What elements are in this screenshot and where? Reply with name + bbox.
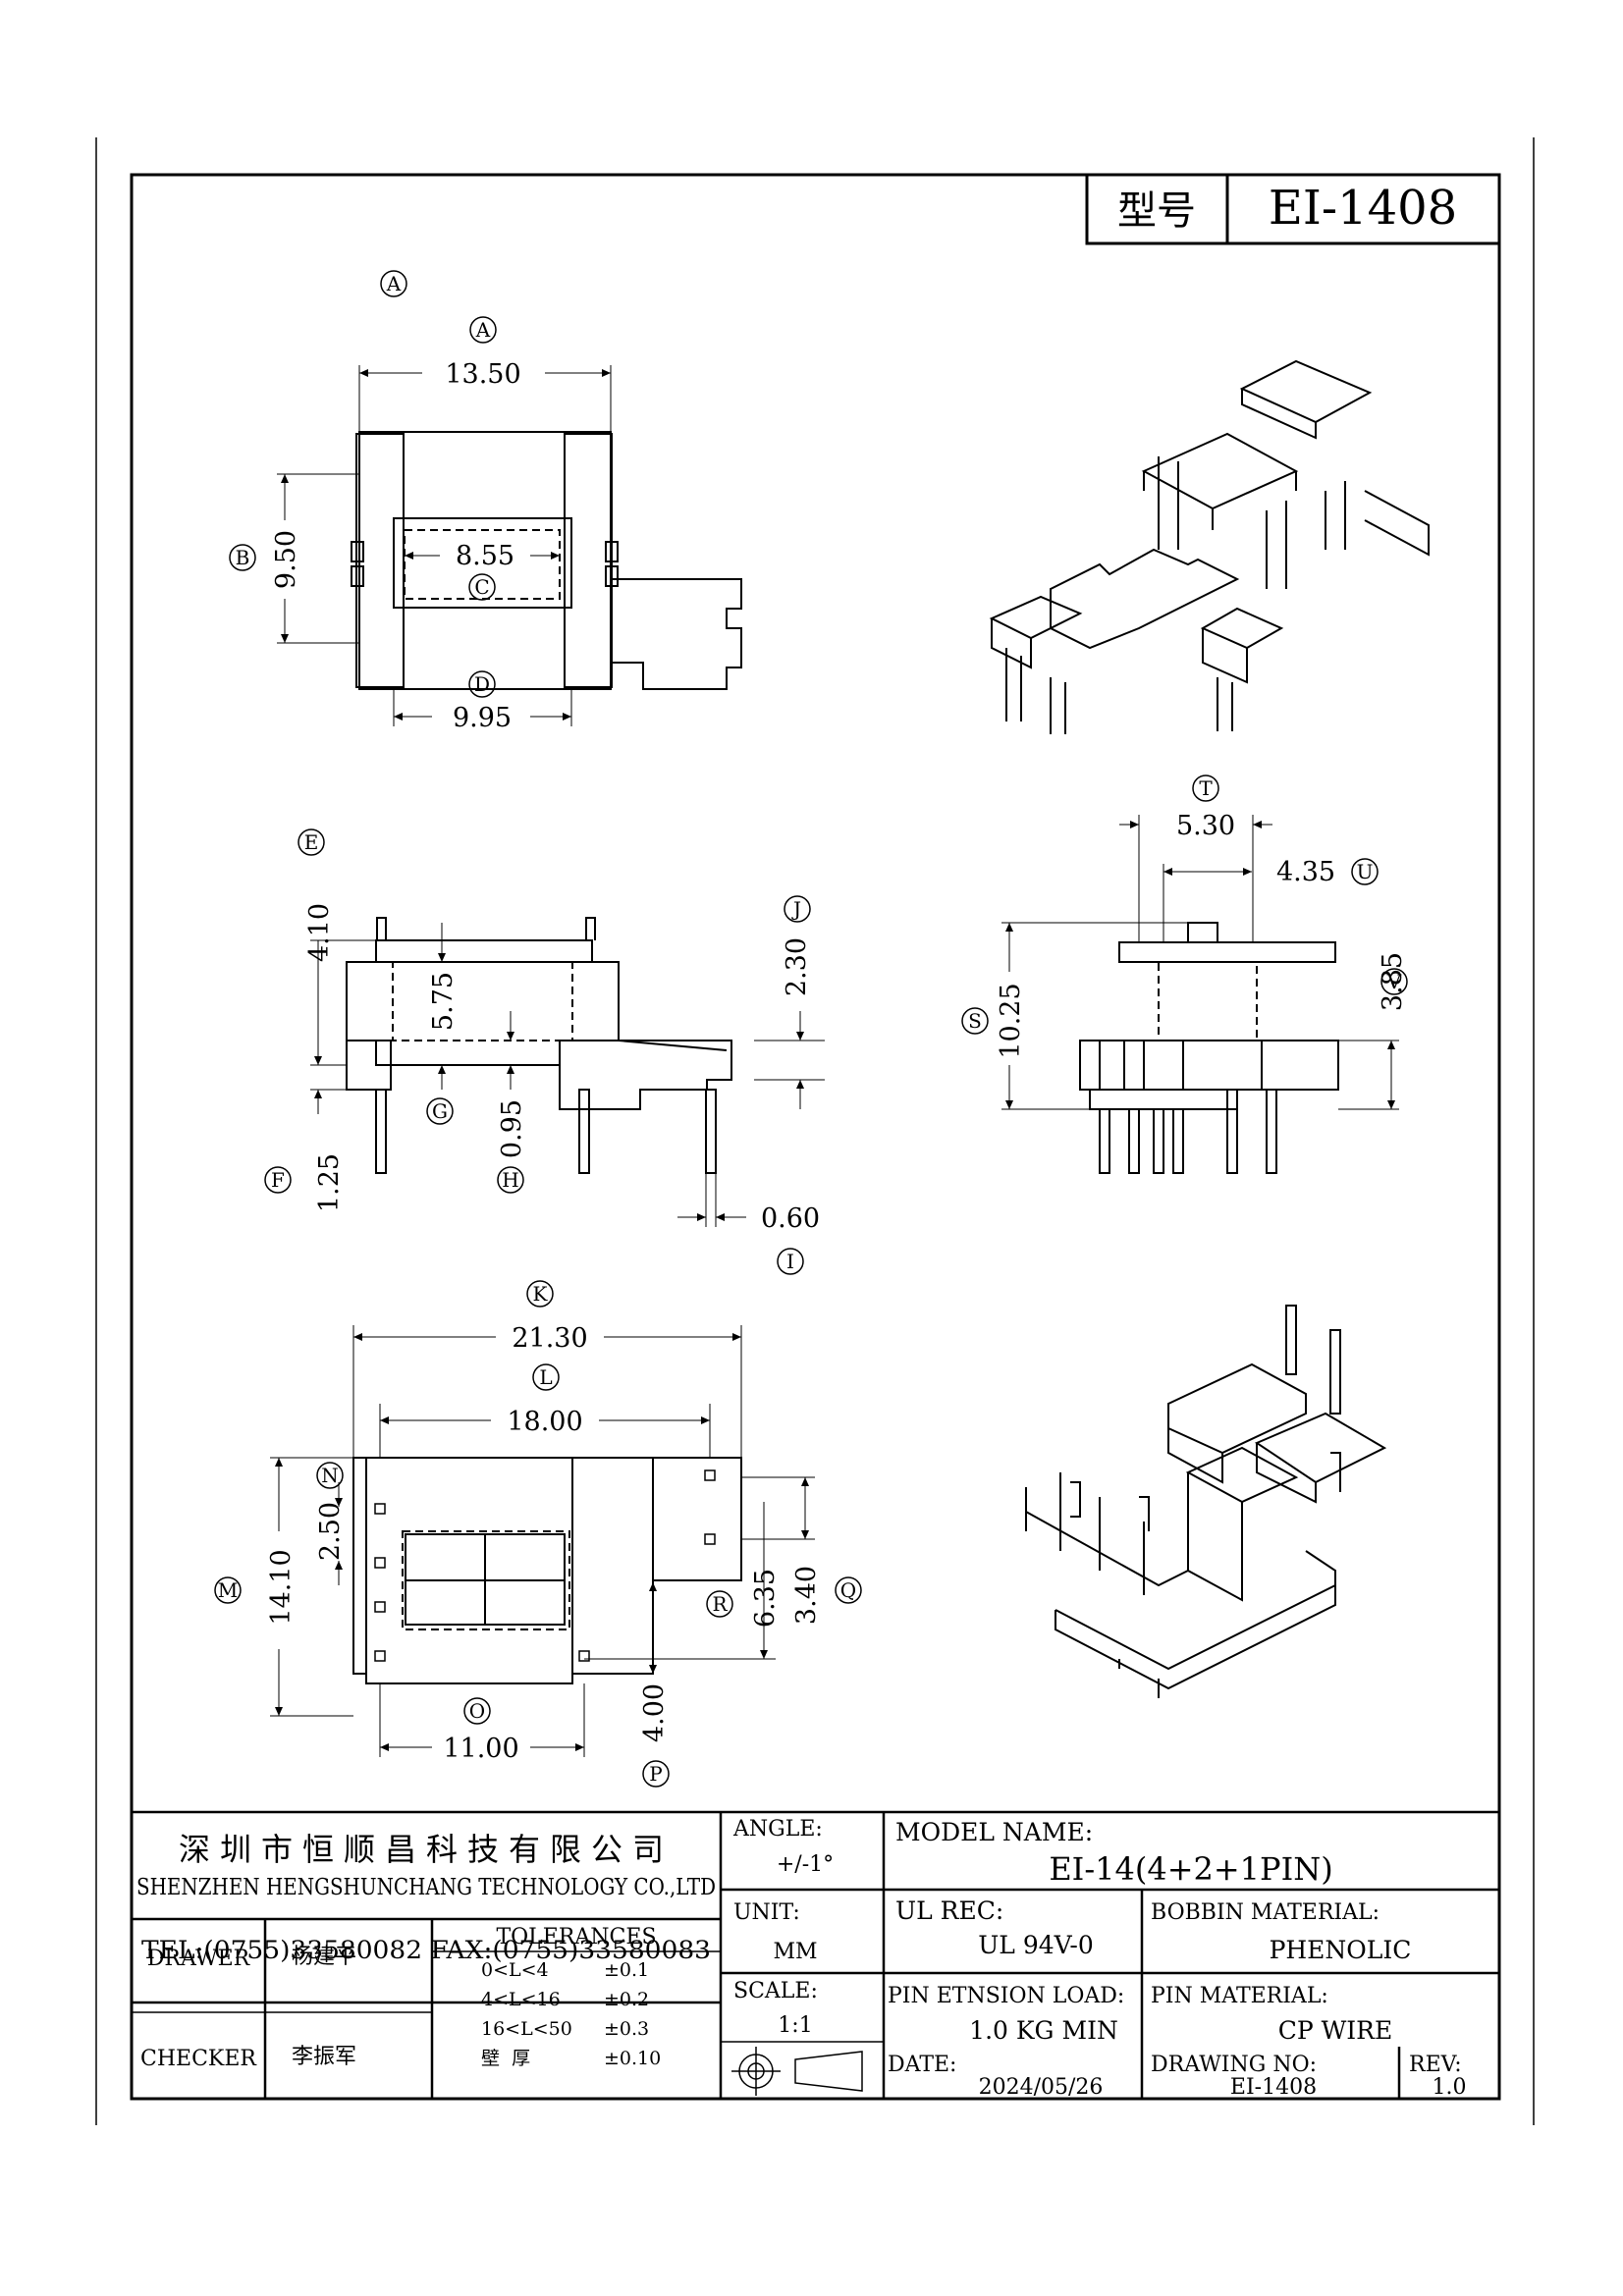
pin-load-label: PIN ETNSION LOAD:: [888, 1984, 1124, 2008]
dim-t-value: 5.30: [1176, 811, 1235, 841]
dim-v-value: 3.85: [1378, 952, 1408, 1011]
dim-r-value: 6.35: [750, 1569, 781, 1628]
dim-c-letter: C: [474, 575, 489, 599]
dim-u-letter: U: [1357, 860, 1374, 883]
projection-symbol-icon: [731, 2047, 863, 2096]
pin-material-label: PIN MATERIAL:: [1151, 1984, 1328, 2008]
company-cn: 深圳市恒顺昌科技有限公司: [179, 1831, 674, 1868]
dim-c-value: 8.55: [456, 541, 514, 571]
isometric-view-bottom: [1025, 1305, 1387, 1698]
dim-p-letter: P: [649, 1762, 662, 1786]
dim-a-letter: A: [475, 318, 491, 342]
dim-n-letter: N: [321, 1464, 339, 1487]
model-name-value: EI-14(4+2+1PIN): [1049, 1850, 1332, 1888]
dim-m-letter: M: [218, 1578, 238, 1602]
dim-l-value: 18.00: [507, 1407, 582, 1437]
company-contact: TEL:(0755)33580082 FAX:(0755)33580083: [141, 1936, 711, 1964]
tolerance-value: ±0.10: [604, 2048, 661, 2069]
side-view: 5.30 T 4.35 U 10.25 S 3.85 V: [961, 774, 1408, 1174]
dim-n-value: 2.50: [315, 1502, 346, 1561]
dim-q-letter: Q: [840, 1578, 856, 1602]
angle-label: ANGLE:: [732, 1817, 823, 1842]
unit-value: MM: [773, 1940, 817, 1964]
tolerances-title: TOLERANCES: [496, 1925, 656, 1949]
tolerance-range: 壁 厚: [481, 2048, 530, 2069]
marker-a-outer: [380, 270, 407, 297]
pin-load-value: 1.0 KG MIN: [969, 2016, 1118, 2045]
date-label: DATE:: [888, 2053, 956, 2077]
dim-t-letter: T: [1199, 776, 1213, 800]
dim-b-letter: B: [236, 546, 250, 569]
drawer-name: 杨建平: [292, 1945, 356, 1969]
rev-value: 1.0: [1433, 2075, 1467, 2100]
dim-l-letter: L: [539, 1365, 552, 1389]
unit-label: UNIT:: [733, 1900, 800, 1925]
dim-u-value: 4.35: [1276, 857, 1335, 887]
tolerance-range: 4<L<16: [481, 1989, 561, 2010]
dim-k-value: 21.30: [512, 1323, 587, 1354]
dim-j-value: 2.30: [782, 937, 812, 996]
rev-label: REV:: [1409, 2053, 1462, 2077]
dim-h-letter: H: [502, 1168, 518, 1192]
checker-name: 李振军: [292, 2045, 356, 2069]
dim-i-letter: I: [786, 1250, 794, 1273]
bobbin-material-value: PHENOLIC: [1270, 1936, 1412, 1964]
bobbin-material-label: BOBBIN MATERIAL:: [1151, 1900, 1380, 1925]
dim-s-letter: S: [968, 1009, 982, 1033]
dim-o-letter: O: [469, 1699, 485, 1723]
tolerance-range: 0<L<4: [481, 1959, 549, 1981]
front-view: 4.10 E 1.25 F 5.75 G 0.95 H 0.60 I 2.30: [264, 828, 825, 1275]
model-name-label: MODEL NAME:: [895, 1818, 1093, 1846]
ul-value: UL 94V-0: [978, 1931, 1094, 1959]
dim-a-value: 13.50: [445, 359, 520, 390]
dim-p-value: 4.00: [639, 1683, 670, 1742]
bottom-view: 21.30 K 18.00 L 14.10 M 2.50 N 11.00 O 4…: [214, 1280, 862, 1788]
top-view: A 13.50 A 9.50 B 8.55 C: [229, 270, 742, 733]
dim-s-value: 10.25: [996, 983, 1026, 1058]
scale-label: SCALE:: [733, 1979, 818, 2003]
tolerance-value: ±0.2: [604, 1989, 649, 2010]
ul-label: UL REC:: [895, 1896, 1003, 1925]
company-en: SHENZHEN HENGSHUNCHANG TECHNOLOGY CO.,LT…: [136, 1875, 716, 1900]
dim-e-letter: E: [304, 830, 319, 854]
drawing-border: [130, 173, 1501, 2101]
model-value: EI-1408: [1269, 181, 1457, 236]
dim-d-letter: D: [474, 672, 490, 696]
dim-b-value: 9.50: [271, 530, 301, 589]
date-value: 2024/05/26: [979, 2075, 1104, 2100]
isometric-view-top: [989, 359, 1430, 734]
drawing-no-value: EI-1408: [1230, 2075, 1317, 2100]
dim-o-value: 11.00: [443, 1734, 518, 1764]
dim-d-value: 9.95: [453, 703, 512, 733]
model-label: 型号: [1117, 188, 1196, 234]
tolerance-value: ±0.3: [604, 2018, 649, 2040]
dim-k-letter: K: [533, 1282, 549, 1306]
drawing-no-label: DRAWING NO:: [1151, 2053, 1317, 2077]
dim-i-value: 0.60: [761, 1203, 820, 1234]
checker-label: CHECKER: [140, 2047, 257, 2071]
dim-j-letter: J: [791, 897, 801, 921]
tolerance-value: ±0.1: [604, 1959, 649, 1981]
model-header-box: 型号 EI-1408: [1085, 173, 1501, 245]
dim-g-value: 5.75: [428, 972, 459, 1031]
scale-value: 1:1: [778, 2013, 812, 2038]
pin-material-value: CP WIRE: [1278, 2016, 1393, 2045]
dim-v-letter: V: [1386, 970, 1402, 993]
dim-e-value: 4.10: [304, 903, 335, 962]
dim-g-letter: G: [432, 1099, 448, 1123]
dim-r-letter: R: [712, 1592, 728, 1616]
dim-m-value: 14.10: [266, 1549, 297, 1625]
marker-a-outer-letter: A: [386, 272, 402, 295]
tolerance-range: 16<L<50: [481, 2018, 572, 2040]
angle-value: +/-1°: [777, 1852, 834, 1877]
dim-f-value: 1.25: [314, 1153, 345, 1212]
drawer-label: DRAWER: [147, 1947, 251, 1971]
dim-f-letter: F: [271, 1168, 285, 1192]
dim-h-value: 0.95: [497, 1099, 527, 1158]
title-block: 深圳市恒顺昌科技有限公司 SHENZHEN HENGSHUNCHANG TECH…: [132, 1810, 1499, 2100]
dim-q-value: 3.40: [791, 1566, 822, 1625]
